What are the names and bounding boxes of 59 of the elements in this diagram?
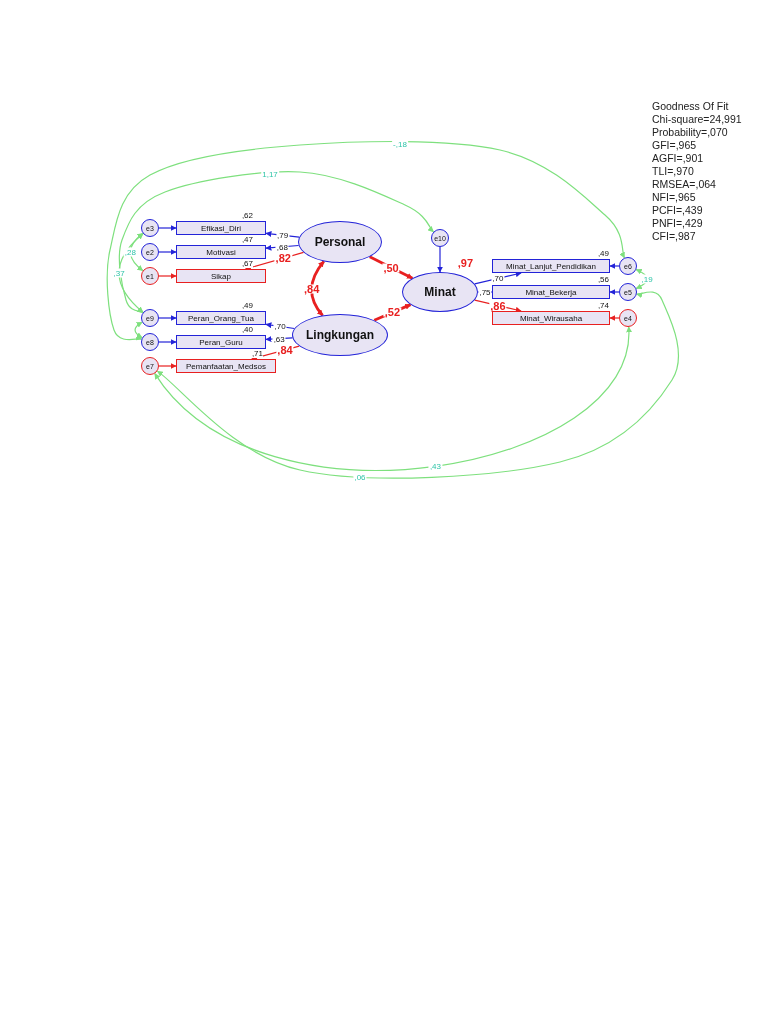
- fit-statistic: NFI=,965: [652, 191, 697, 204]
- path-arrow: [158, 315, 177, 321]
- path-arrow: [609, 289, 620, 295]
- covariance-arrow: [156, 291, 680, 479]
- edge-label: ,86: [489, 301, 507, 311]
- coefficient-label: ,49: [241, 301, 253, 310]
- edge-label: ,52: [383, 307, 402, 317]
- edge-label: ,19: [640, 274, 654, 284]
- path-arrow: [609, 263, 620, 269]
- fit-statistic: GFI=,965: [652, 139, 698, 152]
- path-arrow: [158, 225, 177, 231]
- edge-label: ,84: [302, 284, 321, 294]
- fit-statistic: Goodness Of Fit: [652, 100, 730, 113]
- coefficient-label: ,74: [597, 301, 609, 310]
- fit-statistic: Probability=,070: [652, 126, 729, 139]
- latent-ellipse: Personal: [298, 221, 382, 263]
- path-arrow: [158, 339, 177, 345]
- path-arrow: [609, 315, 620, 321]
- covariance-arrow: [106, 140, 626, 342]
- path-arrow: [244, 251, 305, 271]
- edge-label: ,28: [123, 247, 137, 257]
- edge-label: ,37: [112, 268, 126, 278]
- coefficient-label: ,40: [241, 325, 253, 334]
- edge-label: ,50: [382, 263, 400, 273]
- path-arrow: [158, 249, 177, 255]
- path-arrow: [437, 246, 443, 273]
- covariance-arrow: [118, 233, 144, 313]
- fit-statistic: PNFI=,429: [652, 217, 704, 230]
- edge-label: ,75: [478, 287, 492, 297]
- edge-label: ,70: [273, 321, 287, 331]
- covariance-arrow: [154, 326, 631, 471]
- coefficient-label: ,97: [457, 259, 473, 268]
- covariance-arrow: [134, 321, 143, 339]
- fit-statistic: TLI=,970: [652, 165, 695, 178]
- coefficient-label: ,71: [251, 349, 263, 358]
- covariance-arrow: [118, 171, 435, 314]
- edge-label: ,82: [274, 253, 292, 263]
- edge-label: 1,17: [261, 169, 279, 179]
- fit-statistic: Chi-square=24,991: [652, 113, 742, 126]
- fit-statistic: CFI=,987: [652, 230, 697, 243]
- path-arrow: [158, 363, 177, 369]
- fit-statistic: AGFI=,901: [652, 152, 705, 165]
- edge-label: -,18: [392, 139, 408, 149]
- path-arrow: [158, 273, 177, 279]
- coefficient-label: ,62: [241, 211, 253, 220]
- edge-label: ,84: [276, 345, 294, 355]
- fit-statistic: PCFI=,439: [652, 204, 704, 217]
- coefficient-label: ,56: [597, 275, 609, 284]
- fit-statistic: RMSEA=,064: [652, 178, 717, 191]
- edge-label: ,68: [275, 242, 289, 252]
- coefficient-label: ,67: [241, 259, 253, 268]
- edge-label: ,43: [428, 461, 442, 471]
- coefficient-label: ,47: [241, 235, 253, 244]
- edge-label: ,79: [276, 230, 290, 240]
- edge-label: ,06: [353, 472, 367, 482]
- edge-label: ,63: [272, 334, 286, 344]
- path-arrow: [265, 322, 295, 330]
- coefficient-label: ,49: [597, 249, 609, 258]
- edge-label: ,70: [491, 273, 505, 283]
